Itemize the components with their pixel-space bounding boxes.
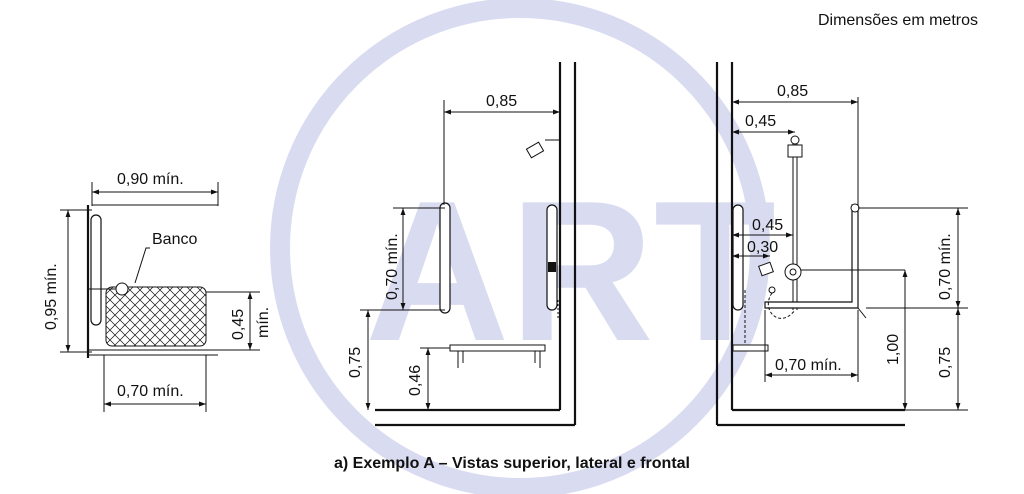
front-bench-width: 0,70 mín. bbox=[775, 357, 842, 374]
watermark: ART bbox=[270, 0, 776, 494]
front-view bbox=[715, 62, 968, 427]
front-bar-height: 0,70 mín. bbox=[937, 233, 954, 300]
front-bar-base: 0,75 bbox=[937, 347, 954, 378]
front-d045: 0,45 bbox=[752, 217, 783, 234]
side-bar-distance: 0,85 bbox=[486, 93, 517, 110]
bench-depth-label-1: 0,45 bbox=[230, 309, 247, 340]
top-width-label: 0,90 mín. bbox=[117, 171, 184, 188]
bench-depth-label-2: mín. bbox=[255, 307, 272, 338]
units-note: Dimensões em metros bbox=[817, 12, 978, 29]
bench-label: Banco bbox=[152, 231, 197, 248]
side-bar-base: 0,75 bbox=[347, 347, 364, 378]
svg-text:ART: ART bbox=[365, 160, 776, 383]
figure-caption: a) Exemplo A – Vistas superior, lateral … bbox=[334, 455, 690, 472]
front-valve-height: 1,00 bbox=[885, 334, 902, 365]
front-d030: 0,30 bbox=[747, 239, 778, 256]
front-shower-distance: 0,45 bbox=[745, 113, 776, 130]
front-bar-distance: 0,85 bbox=[777, 83, 808, 100]
top-view bbox=[60, 182, 260, 412]
top-depth-label: 0,95 mín. bbox=[43, 263, 60, 330]
side-bench-height: 0,46 bbox=[407, 365, 424, 396]
side-view bbox=[360, 62, 577, 427]
bench-width-label: 0,70 mín. bbox=[117, 383, 184, 400]
side-bar-height: 0,70 mín. bbox=[384, 233, 401, 300]
